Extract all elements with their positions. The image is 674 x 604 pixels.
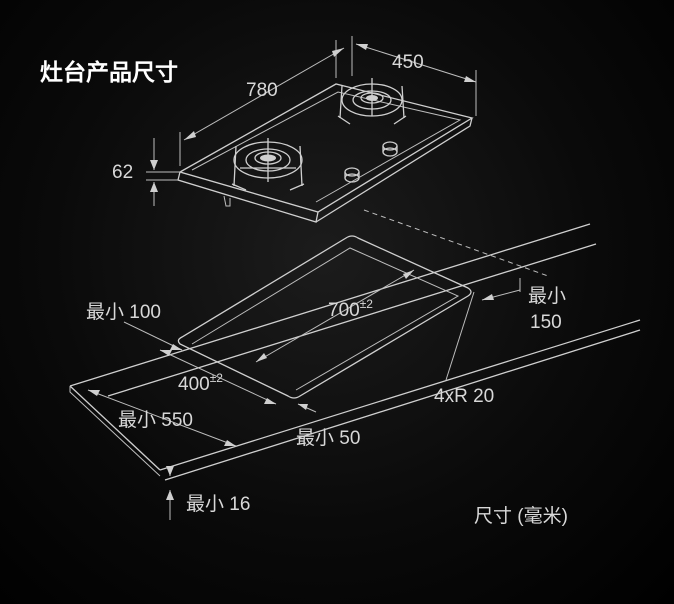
dim-height: 62 bbox=[112, 138, 182, 206]
right-burner-icon bbox=[337, 78, 407, 125]
min-150-label-1: 最小 bbox=[528, 285, 566, 307]
dim-depth: 450 bbox=[351, 36, 477, 116]
cutout bbox=[177, 235, 472, 399]
left-burner-icon bbox=[231, 138, 305, 191]
corner-radius-label: 4xR 20 bbox=[434, 386, 494, 407]
projection-line bbox=[363, 209, 549, 277]
unit-note: 尺寸 (毫米) bbox=[474, 505, 568, 527]
knob-icon bbox=[344, 167, 360, 183]
dim-min-150: 最小 150 bbox=[481, 278, 566, 333]
dim-cutout-width: 400±2 bbox=[159, 349, 277, 405]
dim-width: 780 bbox=[179, 40, 345, 166]
dim-cutout-length: 700±2 bbox=[255, 269, 415, 363]
dim-cutout-width-label: 400±2 bbox=[178, 371, 223, 395]
dim-cutout-length-label: 700±2 bbox=[328, 297, 373, 321]
dim-min-550: 最小 550 bbox=[87, 389, 237, 447]
hob-product bbox=[177, 78, 474, 223]
dim-height-label: 62 bbox=[112, 162, 133, 183]
min-16-label: 最小 16 bbox=[186, 493, 250, 515]
min-100-label: 最小 100 bbox=[86, 301, 161, 323]
dim-depth-label: 450 bbox=[392, 52, 424, 73]
dim-min-16: 最小 16 bbox=[166, 466, 250, 520]
page-title: 灶台产品尺寸 bbox=[40, 59, 178, 86]
dim-min-100: 最小 100 bbox=[86, 301, 183, 351]
countertop bbox=[69, 223, 641, 481]
knob-icon bbox=[382, 141, 398, 157]
dim-corner-radius: 4xR 20 bbox=[434, 291, 494, 407]
dim-min-50: 最小 50 bbox=[296, 403, 360, 449]
dim-width-label: 780 bbox=[246, 80, 278, 101]
min-550-label: 最小 550 bbox=[118, 409, 193, 431]
min-50-label: 最小 50 bbox=[296, 427, 360, 449]
min-150-label-2: 150 bbox=[530, 312, 562, 333]
